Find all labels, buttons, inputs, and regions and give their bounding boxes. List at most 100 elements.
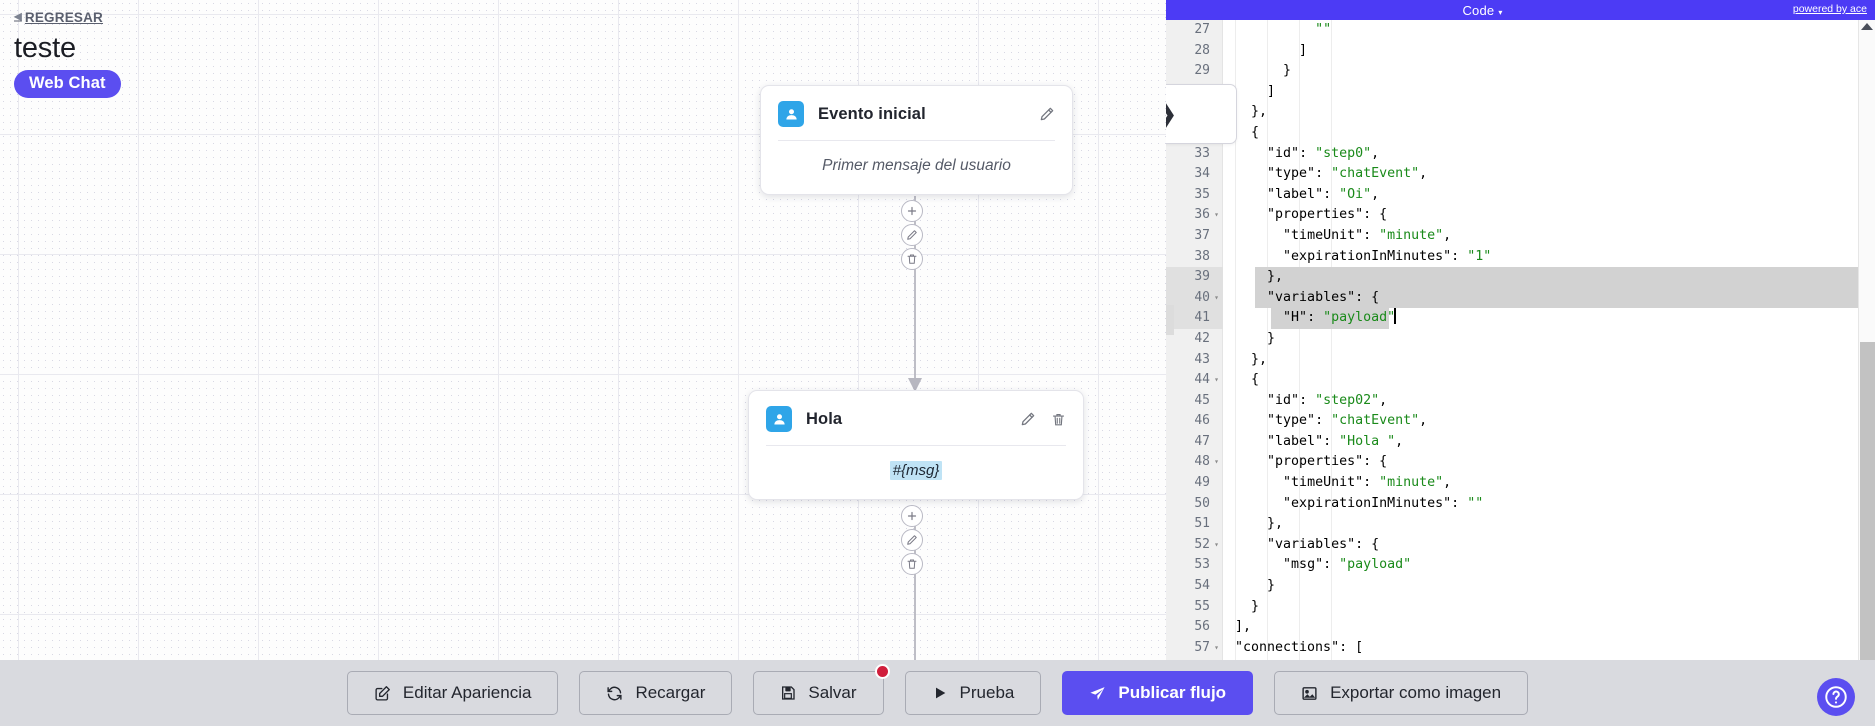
pencil-icon[interactable] [1039, 106, 1055, 122]
line-text: "" [1235, 20, 1331, 41]
collapse-editor-button[interactable]: ❯ [1166, 84, 1237, 144]
line-text: }, [1235, 351, 1268, 367]
code-line[interactable]: 52▾ "variables": { [1166, 535, 1858, 556]
scrollbar-thumb[interactable] [1860, 342, 1875, 660]
code-line[interactable]: 43 }, [1166, 350, 1858, 371]
line-number: 36 [1194, 207, 1210, 223]
line-text: "properties": { [1267, 454, 1388, 470]
code-line[interactable]: 28 ] [1166, 41, 1858, 62]
image-icon [1301, 685, 1318, 702]
fold-toggle-icon[interactable]: ▾ [1214, 292, 1219, 302]
code-line[interactable]: 50 "expirationInMinutes": "" [1166, 494, 1858, 515]
code-line[interactable]: 36▾ "properties": { [1166, 205, 1858, 226]
toolbar-button-exportar-como-imagen[interactable]: Exportar como imagen [1274, 671, 1529, 715]
line-text: } [1235, 598, 1260, 614]
line-number: 49 [1194, 475, 1210, 491]
code-line[interactable]: 42 } [1166, 329, 1858, 350]
flow-node-hola[interactable]: Hola #{msg} [748, 390, 1084, 500]
line-number: 39 [1194, 269, 1210, 285]
code-line[interactable]: 30 ] [1166, 82, 1858, 103]
json-string: "1" [1467, 248, 1492, 264]
edit-step-button[interactable] [901, 529, 923, 551]
code-line[interactable]: 39 }, [1166, 267, 1858, 288]
toolbar-button-publicar-flujo[interactable]: Publicar flujo [1062, 671, 1254, 715]
code-line[interactable]: 56], [1166, 617, 1858, 638]
help-button[interactable] [1817, 678, 1855, 716]
editor-content-area[interactable]: 27 ""28 ]29 }30 ]31 },32▾ {33 "id": "ste… [1166, 20, 1875, 660]
editor-mode-selector[interactable]: Code▾ [1462, 3, 1502, 18]
scroll-up-arrow-icon[interactable] [1861, 23, 1873, 30]
fold-toggle-icon[interactable]: ▾ [1214, 375, 1219, 385]
toolbar-button-salvar[interactable]: Salvar [753, 664, 890, 715]
code-line[interactable]: 48▾ "properties": { [1166, 452, 1858, 473]
flow-node-evento-inicial[interactable]: Evento inicial Primer mensaje del usuari… [760, 85, 1073, 195]
json-key: "msg" [1283, 557, 1324, 573]
code-line[interactable]: 55 } [1166, 597, 1858, 618]
fold-toggle-icon[interactable]: ▾ [1214, 210, 1219, 220]
selection-highlight [1255, 287, 1858, 309]
line-number: 34 [1194, 166, 1210, 182]
code-line[interactable]: 33 "id": "step0", [1166, 144, 1858, 165]
add-step-button[interactable] [901, 505, 923, 527]
flow-canvas[interactable]: Evento inicial Primer mensaje del usuari… [0, 0, 1166, 660]
code-line[interactable]: 51 }, [1166, 514, 1858, 535]
code-line[interactable]: 47 "label": "Hola ", [1166, 432, 1858, 453]
question-circle-icon [1825, 686, 1847, 708]
json-key: "connections" [1235, 639, 1340, 655]
add-step-button[interactable] [901, 200, 923, 222]
code-line[interactable]: 45 "id": "step02", [1166, 391, 1858, 412]
code-line[interactable]: 37 "timeUnit": "minute", [1166, 226, 1858, 247]
line-number: 45 [1194, 392, 1210, 408]
edit-step-button[interactable] [901, 224, 923, 246]
code-line[interactable]: 32▾ { [1166, 123, 1858, 144]
editor-scrollbar[interactable] [1858, 20, 1875, 660]
line-number: 27 [1194, 22, 1210, 37]
json-key: "label" [1267, 433, 1324, 449]
line-number: 42 [1194, 330, 1210, 346]
line-number: 38 [1194, 248, 1210, 264]
toolbar-button-editar-apariencia[interactable]: Editar Apariencia [346, 671, 559, 715]
code-line[interactable]: 41 "H": "payload" [1166, 308, 1858, 329]
code-line[interactable]: 44▾ { [1166, 370, 1858, 391]
code-line[interactable]: 35 "label": "Oi", [1166, 185, 1858, 206]
line-number: 35 [1194, 186, 1210, 202]
code-text[interactable]: 27 ""28 ]29 }30 ]31 },32▾ {33 "id": "ste… [1166, 20, 1858, 660]
line-text: "id": "step0", [1267, 145, 1380, 161]
edit-square-icon [374, 685, 391, 702]
line-text: "connections": [ [1235, 639, 1364, 655]
back-link[interactable]: ◀ REGRESAR [14, 10, 103, 25]
powered-by-link[interactable]: powered by ace [1792, 3, 1867, 15]
fold-toggle-icon[interactable]: ▾ [1214, 642, 1219, 652]
code-line[interactable]: 54 } [1166, 576, 1858, 597]
line-text: } [1235, 63, 1292, 79]
code-line[interactable]: 57▾"connections": [ [1166, 638, 1858, 659]
code-line[interactable]: 49 "timeUnit": "minute", [1166, 473, 1858, 494]
toolbar-button-label: Publicar flujo [1118, 683, 1227, 702]
trash-icon[interactable] [1051, 412, 1066, 427]
fold-toggle-icon[interactable]: ▾ [1214, 539, 1219, 549]
fold-toggle-icon[interactable]: ▾ [1214, 457, 1219, 467]
code-line[interactable]: 29 } [1166, 61, 1858, 82]
code-line[interactable]: 40▾ "variables": { [1166, 287, 1858, 309]
delete-step-button[interactable] [901, 553, 923, 575]
json-string: "" [1315, 22, 1332, 37]
json-key: "expirationInMinutes" [1283, 248, 1452, 264]
node-header: Evento inicial [761, 86, 1072, 140]
chevron-left-icon: ◀ [14, 11, 22, 23]
line-text: } [1235, 330, 1276, 346]
code-line[interactable]: 53 "msg": "payload" [1166, 555, 1858, 576]
toolbar-button-label: Editar Apariencia [402, 683, 532, 702]
pencil-icon[interactable] [1020, 411, 1036, 427]
code-line[interactable]: 27 "" [1166, 20, 1858, 41]
toolbar-button-recargar[interactable]: Recargar [579, 671, 733, 715]
delete-step-button[interactable] [901, 248, 923, 270]
code-line[interactable]: 46 "type": "chatEvent", [1166, 411, 1858, 432]
code-line[interactable]: 31 }, [1166, 102, 1858, 123]
toolbar-button-prueba[interactable]: Prueba [904, 671, 1042, 715]
line-text: "expirationInMinutes": "1" [1283, 248, 1492, 264]
user-icon [766, 406, 792, 432]
json-key: "type" [1267, 413, 1316, 429]
code-line[interactable]: 34 "type": "chatEvent", [1166, 164, 1858, 185]
code-line[interactable]: 38 "expirationInMinutes": "1" [1166, 247, 1858, 268]
json-string: "" [1467, 495, 1484, 511]
